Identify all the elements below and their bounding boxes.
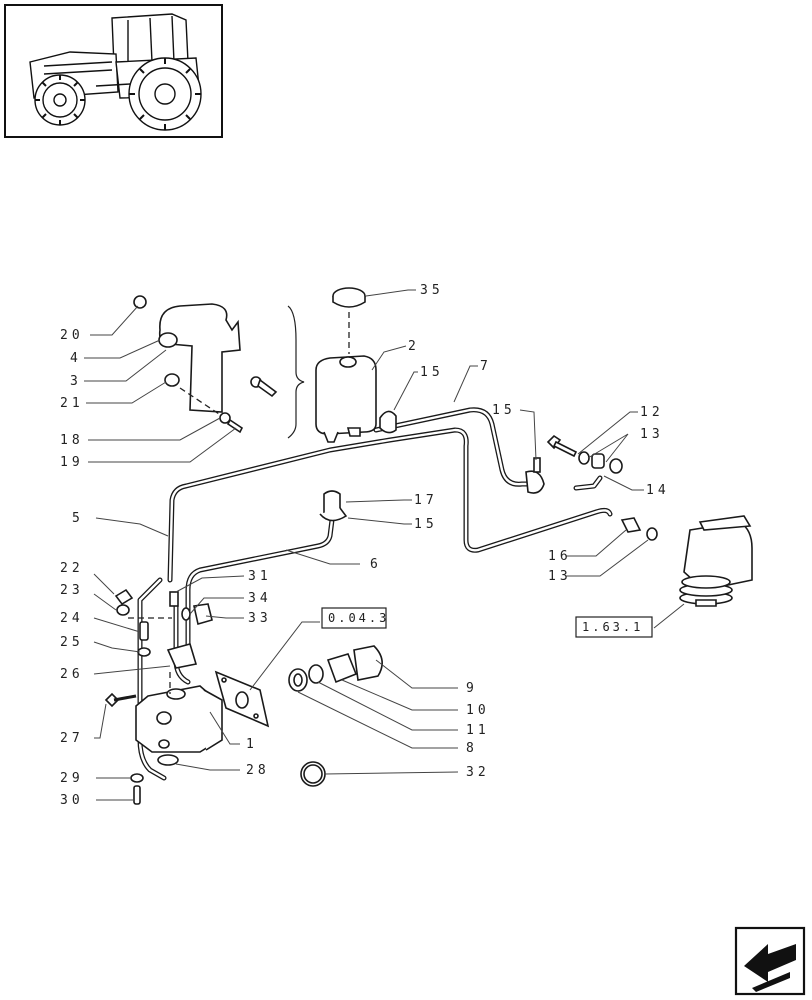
callout-15-lower: 15 (414, 517, 438, 532)
callout-15-right: 15 (492, 403, 516, 418)
ref-box-0-04-3[interactable] (321, 607, 387, 629)
callout-4: 4 (70, 351, 82, 366)
callout-2: 2 (408, 339, 420, 354)
reservoir-tank (315, 287, 377, 443)
callout-22: 22 (60, 561, 84, 576)
tractor-thumbnail (4, 4, 223, 138)
callout-25: 25 (60, 635, 84, 650)
reference-links[interactable]: 0.04.3 1.63.1 (321, 607, 653, 638)
callout-15-upper: 15 (420, 365, 444, 380)
ref-box-1-63-1[interactable] (575, 616, 653, 638)
callout-32: 32 (466, 765, 490, 780)
callout-33: 33 (248, 611, 272, 626)
callout-11: 11 (466, 723, 490, 738)
leader-lines (84, 289, 685, 801)
callout-13-upper: 13 (640, 427, 664, 442)
callout-5: 5 (72, 511, 84, 526)
callout-12: 12 (640, 405, 664, 420)
callout-13-lower: 13 (548, 569, 572, 584)
callout-34: 34 (248, 591, 272, 606)
pipe-system (137, 407, 613, 781)
callout-3: 3 (70, 374, 82, 389)
fittings (104, 410, 658, 805)
callout-16: 16 (548, 549, 572, 564)
callout-23: 23 (60, 583, 84, 598)
hydraulic-pump (135, 670, 270, 753)
callout-1: 1 (246, 737, 258, 752)
tractor-icon (29, 13, 202, 131)
callout-10: 10 (466, 703, 490, 718)
callout-17: 17 (414, 493, 438, 508)
next-page-arrow-icon[interactable] (734, 926, 806, 996)
callout-14: 14 (646, 483, 670, 498)
callout-24: 24 (60, 611, 84, 626)
callout-28: 28 (246, 763, 270, 778)
callout-20: 20 (60, 328, 84, 343)
callout-31: 31 (248, 569, 272, 584)
coupling-parts (288, 645, 383, 787)
bracket-assembly (133, 295, 305, 439)
callout-30: 30 (60, 793, 84, 808)
callout-26: 26 (60, 667, 84, 682)
callout-35: 35 (420, 283, 444, 298)
callout-27: 27 (60, 731, 84, 746)
pipe-5 (167, 427, 613, 583)
callout-18: 18 (60, 433, 84, 448)
ref-label-1-63-1[interactable]: 1.63.1 (582, 620, 643, 634)
callout-21: 21 (60, 396, 84, 411)
callout-29: 29 (60, 771, 84, 786)
callout-9: 9 (466, 681, 478, 696)
steering-unit (679, 515, 753, 607)
pipe-7 (373, 407, 543, 487)
callout-labels: 20 4 3 21 18 19 35 2 15 7 15 12 13 14 17… (60, 283, 670, 808)
callout-8: 8 (466, 741, 478, 756)
callout-6: 6 (370, 557, 382, 572)
ref-label-0-04-3[interactable]: 0.04.3 (328, 611, 389, 625)
pipe-6 (185, 517, 335, 653)
callout-19: 19 (60, 455, 84, 470)
callout-7: 7 (480, 359, 492, 374)
